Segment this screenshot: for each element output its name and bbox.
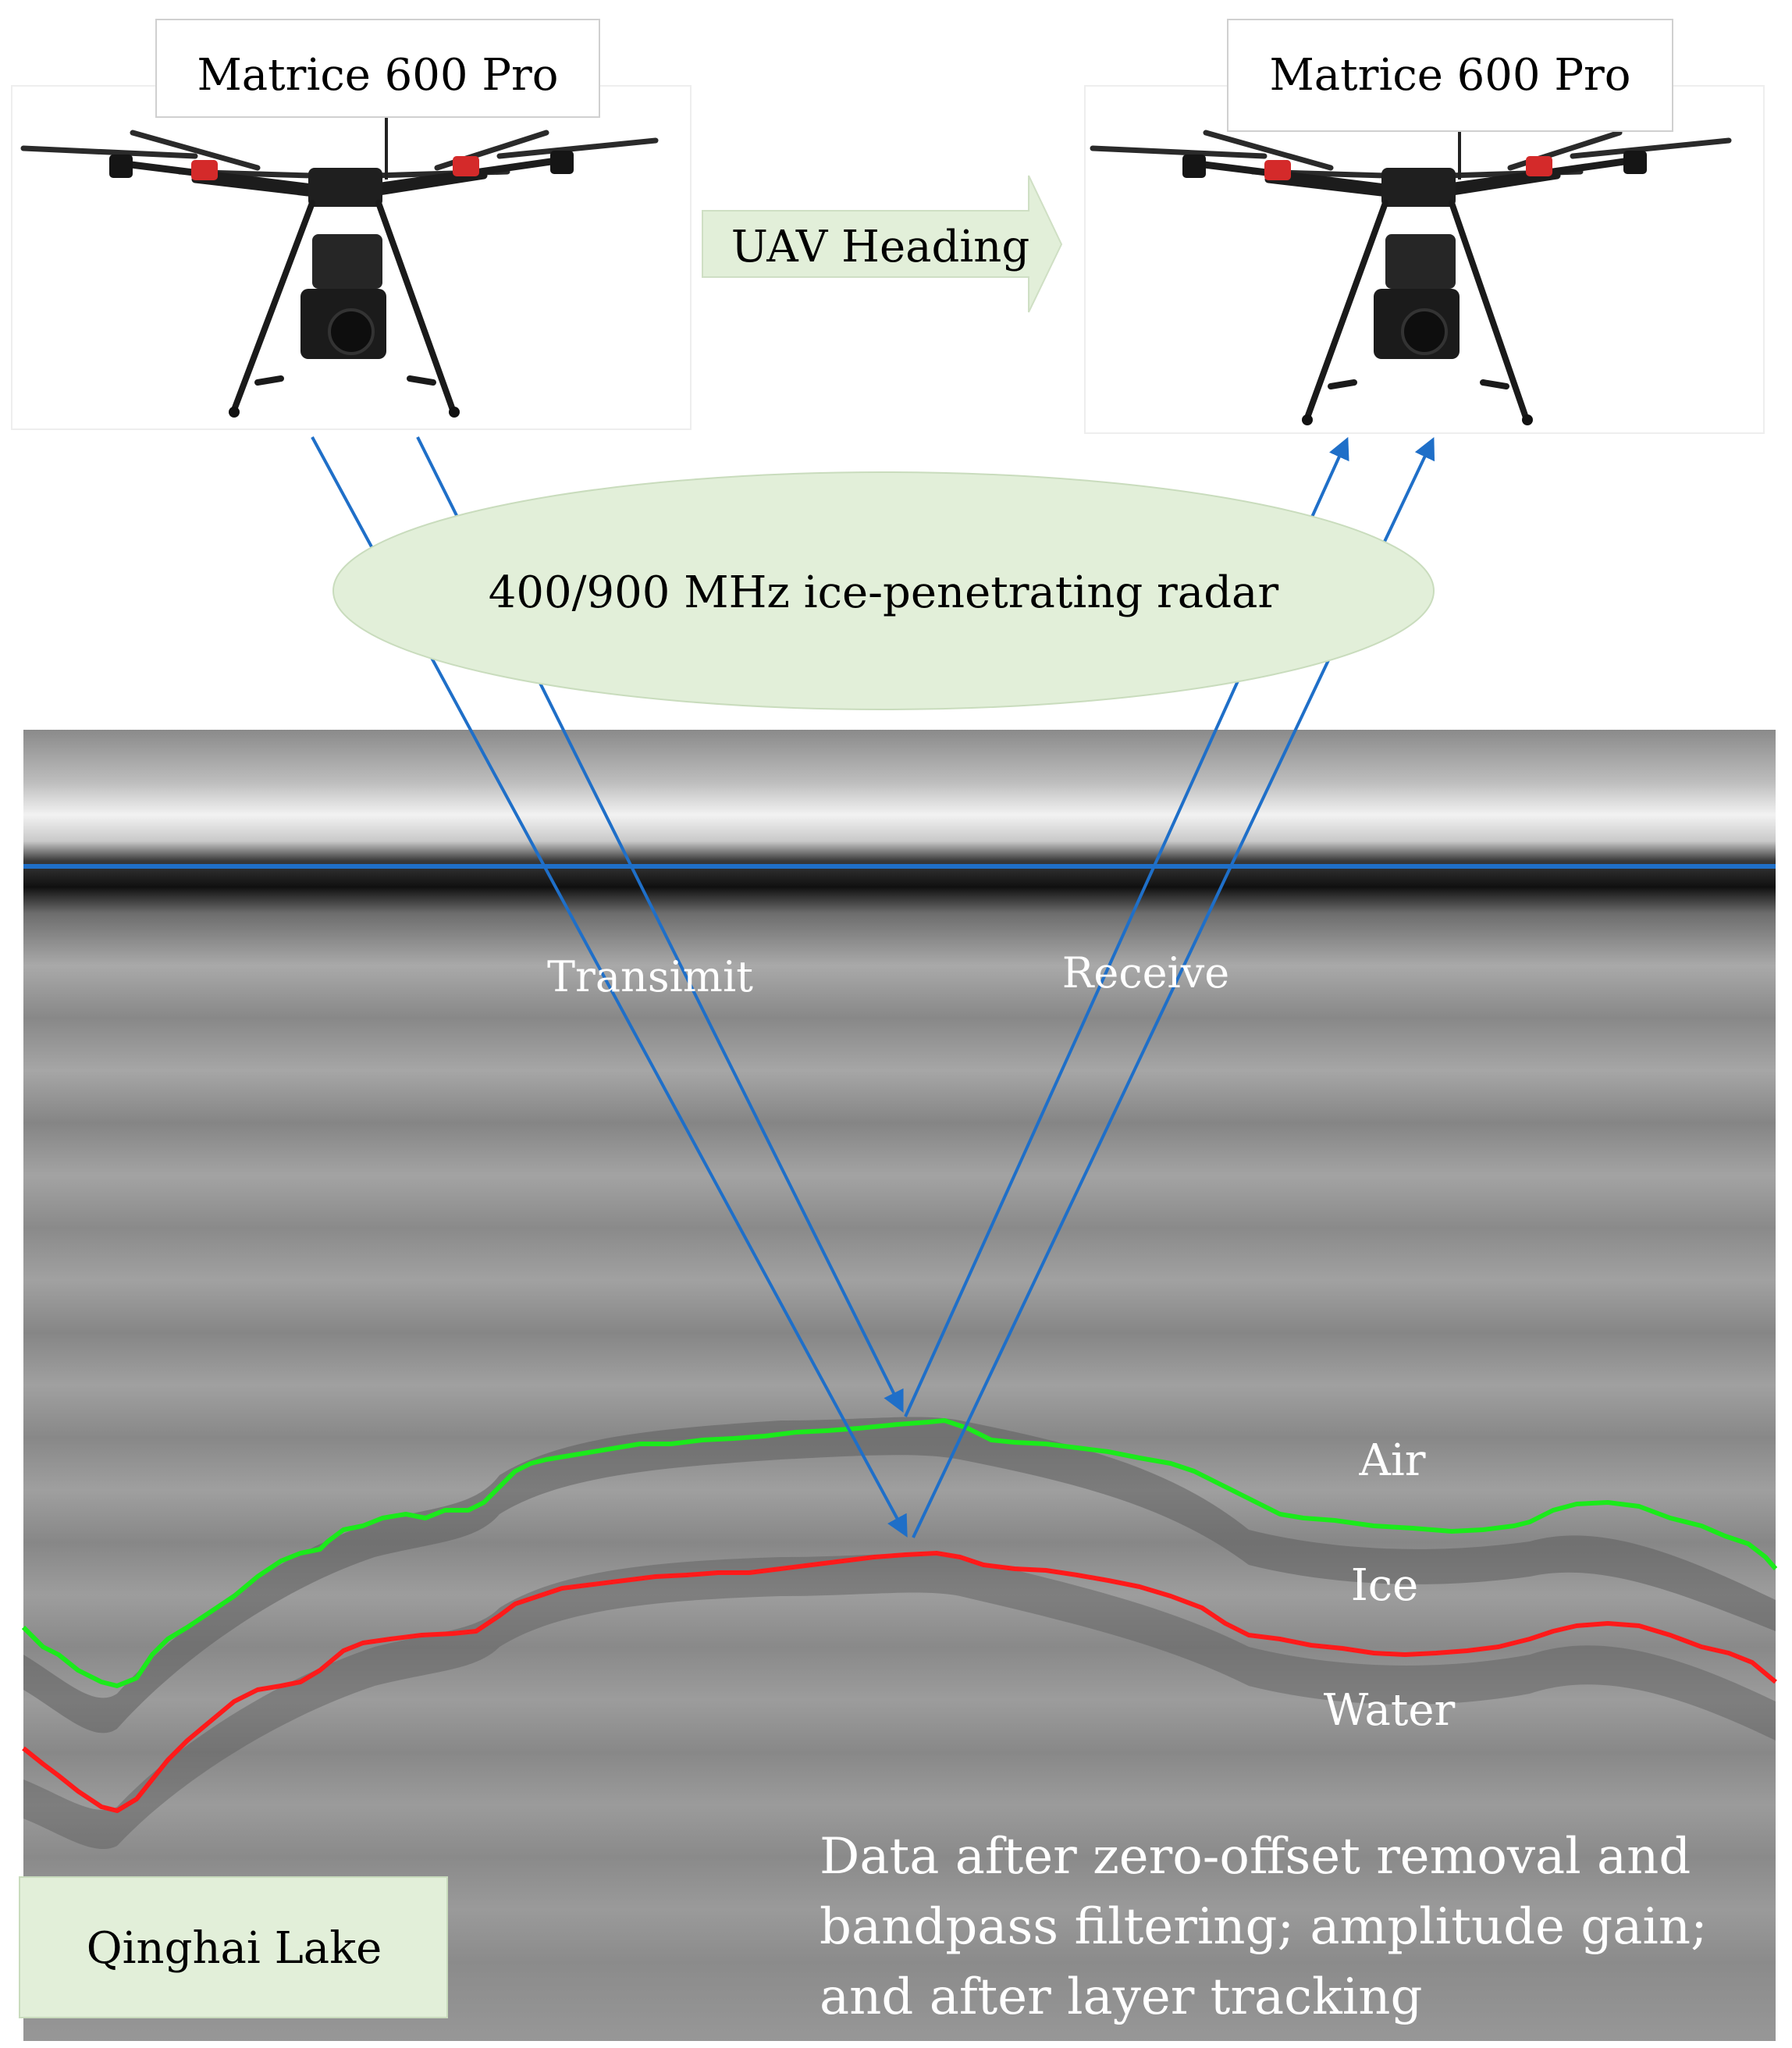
- drone-right-label-box: [1227, 19, 1673, 132]
- heading-arrow-shape: [702, 175, 1063, 313]
- layer-label-ice: Ice: [1351, 1560, 1419, 1611]
- drone-right-label: Matrice 600 Pro: [1269, 50, 1630, 101]
- drone-left-label: Matrice 600 Pro: [197, 50, 558, 101]
- air-ice-track: [21, 1418, 1778, 1688]
- drone-right-rotors: [1090, 130, 1732, 179]
- radargram-background: [23, 730, 1776, 2041]
- location-label: Qinghai Lake: [87, 1923, 382, 1974]
- reflection-shadow-upper: [23, 1417, 1776, 1733]
- drone-left: Matrice 600 Pro: [11, 19, 692, 430]
- processing-caption: Data after zero-offset removal and bandp…: [820, 1828, 1708, 2026]
- layer-label-air: Air: [1358, 1435, 1425, 1486]
- heading-label: UAV Heading: [731, 222, 1029, 272]
- transmit-label: Transimit: [547, 952, 753, 1001]
- layer-label-water: Water: [1324, 1685, 1456, 1736]
- location-box-shape: [19, 1876, 448, 2018]
- ice-water-track: [22, 1551, 1777, 1813]
- drone-left-label-box: [155, 19, 600, 118]
- caption-line-2: bandpass filtering; amplitude gain;: [820, 1898, 1708, 1956]
- radar-ellipse: 400/900 MHz ice-penetrating radar: [332, 471, 1435, 710]
- location-box: Qinghai Lake: [19, 1876, 448, 2018]
- reflection-shadow-lower: [23, 1553, 1776, 1850]
- caption-line-3: and after layer tracking: [820, 1968, 1422, 2026]
- radar-label: 400/900 MHz ice-penetrating radar: [489, 567, 1279, 618]
- radar-ellipse-shape: [332, 471, 1435, 710]
- radargram-panel: [21, 730, 1778, 2041]
- uav-heading-arrow: UAV Heading: [702, 175, 1063, 313]
- receive-label: Receive: [1062, 948, 1230, 997]
- drone-right: Matrice 600 Pro: [1084, 19, 1765, 434]
- caption-line-1: Data after zero-offset removal and: [820, 1828, 1691, 1886]
